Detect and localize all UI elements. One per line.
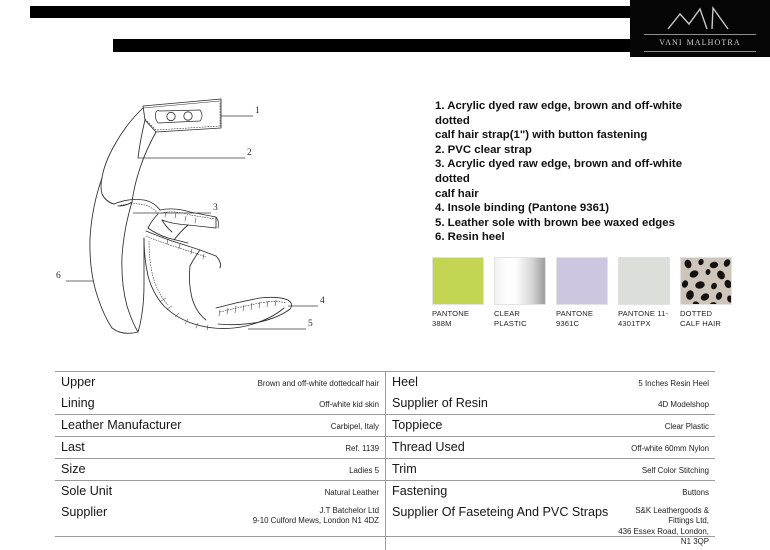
callout-number-5: 5 (308, 319, 313, 329)
swatch-label: CLEAR PLASTIC (494, 309, 527, 328)
shoe-technical-drawing: 1 2 3 4 5 6 (48, 86, 348, 341)
table-row: Upper Brown and off-white dottedcalf hai… (55, 372, 385, 393)
table-row: Sole Unit Natural Leather (55, 480, 385, 502)
header-bar-top (30, 6, 630, 18)
table-column-right: Heel 5 Inches Resin Heel Supplier of Res… (385, 372, 715, 550)
logo-divider-bottom (644, 51, 756, 52)
row-label: Size (61, 462, 86, 476)
row-value: Carbipel, Italy (330, 422, 379, 431)
callout-number-4: 4 (320, 296, 325, 306)
swatch-chip (494, 257, 546, 305)
row-value: Ladies 5 (349, 466, 379, 475)
table-row: Heel 5 Inches Resin Heel (386, 372, 715, 393)
table-row: Toppiece Clear Plastic (386, 414, 715, 436)
row-value: 4D Modelshop (658, 400, 709, 409)
table-row: Thread Used Off-white 60mm Nylon (386, 436, 715, 458)
table-column-left: Upper Brown and off-white dottedcalf hai… (55, 372, 385, 550)
row-value: 5 Inches Resin Heel (638, 379, 709, 388)
calf-hair-texture-icon (681, 258, 731, 304)
row-label: Sole Unit (61, 484, 113, 498)
spec-line: 2. PVC clear strap (435, 143, 532, 156)
row-label: Heel (392, 375, 418, 389)
row-value: Off-white kid skin (319, 400, 379, 409)
callout-number-1: 1 (255, 106, 260, 116)
table-row: Size Ladies 5 (55, 458, 385, 480)
row-label: Toppiece (392, 418, 443, 432)
spec-line: 1. Acrylic dyed raw edge, brown and off-… (435, 100, 683, 127)
row-label: Fastening (392, 484, 448, 498)
row-value: Buttons (682, 488, 709, 497)
table-row: Trim Self Color Stitching (386, 458, 715, 480)
row-value: Brown and off-white dottedcalf hair (257, 379, 379, 388)
spec-line: 6. Resin heel (435, 231, 505, 244)
swatch-pantone-388m: PANTONE 388M (432, 257, 484, 328)
row-label: Supplier of Resin (392, 396, 488, 410)
swatch-chip (432, 257, 484, 305)
swatch-label: PANTONE 388M (432, 309, 470, 328)
swatch-pantone-9361c: PANTONE 9361C (556, 257, 608, 328)
swatch-clear-plastic: CLEAR PLASTIC (494, 257, 546, 328)
row-label: Upper (61, 375, 96, 389)
material-swatch-row: PANTONE 388M CLEAR PLASTIC PANTONE 9361C… (432, 257, 732, 328)
row-value: J.T Batchelor Ltd 9-10 Culford Mews, Lon… (252, 506, 379, 526)
row-value: Off-white 60mm Nylon (631, 444, 709, 453)
spec-line: calf hair (435, 187, 479, 200)
callout-number-2: 2 (247, 148, 252, 158)
table-row: Supplier J.T Batchelor Ltd 9-10 Culford … (55, 502, 385, 530)
row-label: Supplier Of Faseteing And PVC Straps (392, 505, 609, 519)
swatch-label: PANTONE 11-4301TPX (618, 309, 669, 328)
table-row: Leather Manufacturer Carbipel, Italy (55, 414, 385, 436)
spec-line: 3. Acrylic dyed raw edge, brown and off-… (435, 158, 683, 185)
specification-table: Upper Brown and off-white dottedcalf hai… (55, 371, 715, 550)
spec-line: 4. Insole binding (Pantone 9361) (435, 202, 610, 215)
row-value: Natural Leather (324, 488, 379, 497)
specification-list: 1. Acrylic dyed raw edge, brown and off-… (435, 99, 710, 245)
logo-divider-top (644, 34, 756, 35)
swatch-chip (680, 257, 732, 305)
brand-name: VANI MALHOTRA (659, 36, 741, 48)
row-label: Leather Manufacturer (61, 418, 182, 432)
table-row: Last Ref. 1139 (55, 436, 385, 458)
table-row: Supplier of Resin 4D Modelshop (386, 393, 715, 414)
row-label: Last (61, 440, 85, 454)
callout-number-6: 6 (56, 271, 61, 281)
table-row: Supplier Of Faseteing And PVC Straps S&K… (386, 502, 715, 550)
swatch-chip (618, 257, 670, 305)
swatch-label: PANTONE 9361C (556, 309, 594, 328)
swatch-dotted-calf-hair: DOTTED CALF HAIR (680, 257, 732, 328)
swatch-chip (556, 257, 608, 305)
swatch-label: DOTTED CALF HAIR (680, 309, 722, 328)
page-header: VANI MALHOTRA (0, 0, 770, 62)
callout-number-3: 3 (213, 203, 218, 213)
row-label: Trim (392, 462, 417, 476)
zigzag-chevron-icon (667, 5, 729, 30)
row-value: Clear Plastic (664, 422, 709, 431)
spec-line: calf hair strap(1") with button fastenin… (435, 129, 648, 142)
shoe-sketch-svg: 1 2 3 4 5 6 (56, 98, 325, 334)
swatch-pantone-11-4301tpx: PANTONE 11-4301TPX (618, 257, 670, 328)
table-row: Fastening Buttons (386, 480, 715, 502)
row-value: S&K Leathergoods & Fittings Ltd, 436 Ess… (618, 506, 709, 547)
row-value: Self Color Stitching (641, 466, 709, 475)
header-bar-bottom (113, 39, 648, 52)
row-label: Lining (61, 396, 95, 410)
row-label: Thread Used (392, 440, 465, 454)
row-value: Ref. 1139 (345, 444, 379, 453)
table-bottom-border (55, 536, 715, 537)
table-row: Lining Off-white kid skin (55, 393, 385, 414)
brand-logo-block: VANI MALHOTRA (630, 0, 770, 57)
spec-line: 5. Leather sole with brown bee waxed edg… (435, 216, 675, 229)
row-label: Supplier (61, 505, 108, 519)
